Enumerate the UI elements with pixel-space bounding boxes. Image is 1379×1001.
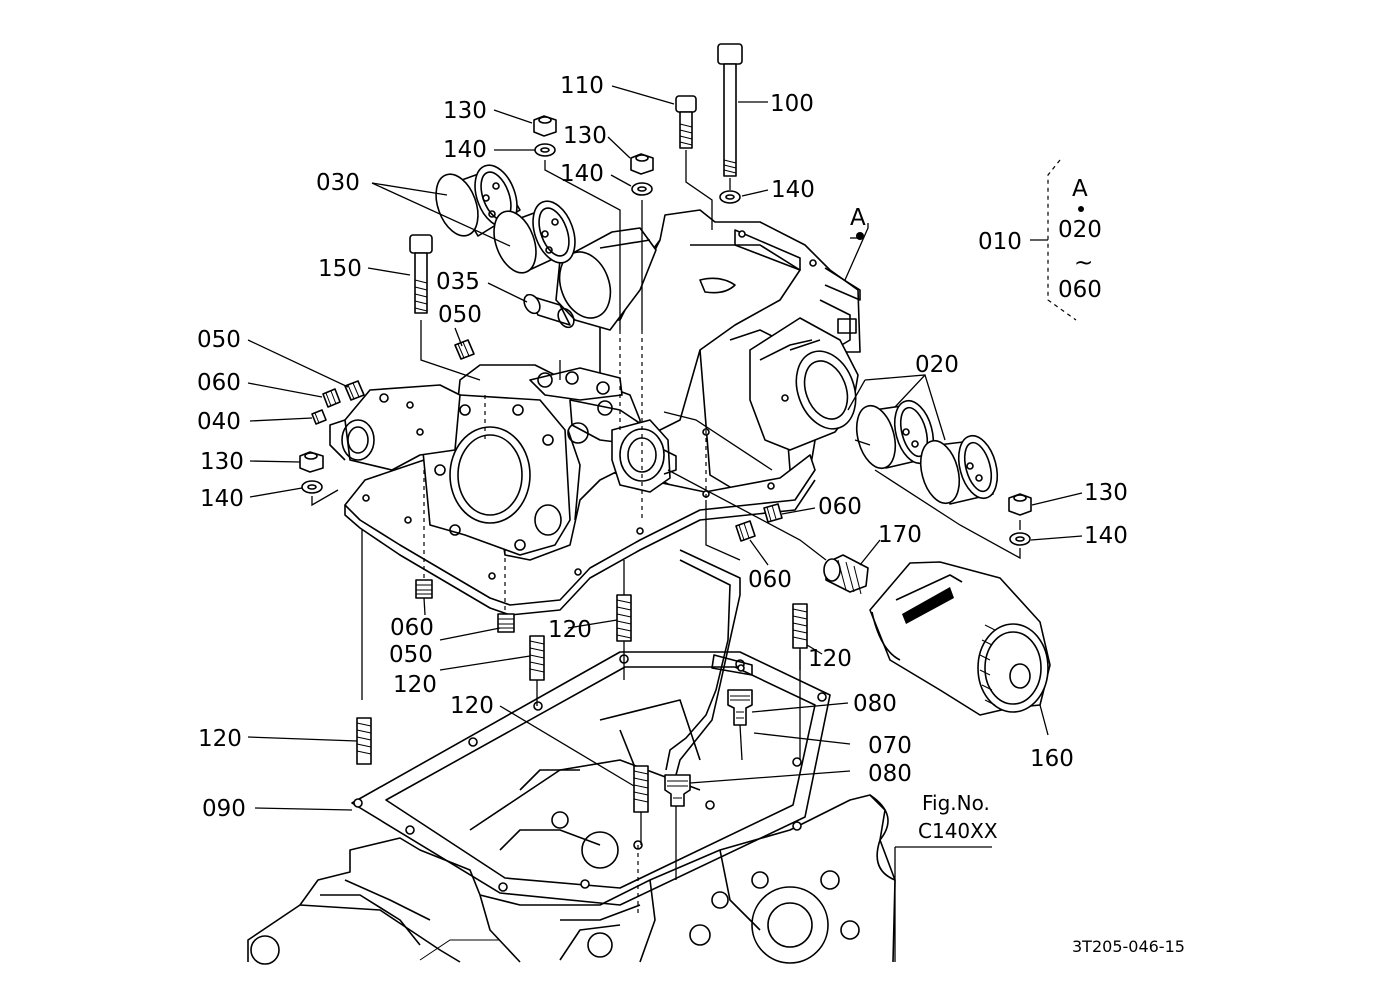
nut-130-d [1008, 493, 1032, 516]
dowel-035 [523, 293, 575, 329]
part-label-110: 110 [560, 73, 604, 99]
part-label-120: 120 [548, 617, 592, 643]
legend-range-to: 060 [1058, 277, 1102, 303]
part-label-140: 140 [200, 486, 244, 512]
legend-marker: A [1072, 176, 1088, 202]
figure-reference: Fig.No. C140XX [895, 791, 998, 848]
assembly-lines [311, 150, 1021, 962]
oil-pan-gasket [351, 651, 831, 906]
nut-130-c [299, 451, 324, 473]
stud-120-a [616, 594, 632, 642]
nut-130-a [533, 115, 557, 137]
control-valve-block [329, 364, 677, 561]
part-label-120: 120 [450, 693, 494, 719]
plug-050-b [344, 380, 365, 401]
plug-050-a [454, 339, 475, 360]
figref-line2: C140XX [918, 819, 998, 843]
part-label-060: 060 [818, 494, 862, 520]
part-labels: 110 100 130 140 130 140 140 030 150 035 … [197, 73, 1128, 822]
marker-a-label: A [850, 205, 866, 231]
part-label-030: 030 [316, 170, 360, 196]
bushing-020-pair [855, 399, 999, 505]
part-label-130: 130 [200, 449, 244, 475]
part-label-140: 140 [560, 161, 604, 187]
bushing-030-pair [435, 164, 576, 274]
engine-block [247, 794, 896, 965]
assembly-legend: 010 A 020 ~ 060 [978, 159, 1102, 321]
nut-130-b [630, 153, 654, 175]
bolt-110 [675, 95, 697, 149]
fitting-080-upper [727, 689, 753, 726]
part-label-050: 050 [438, 302, 482, 328]
part-label-100: 100 [770, 91, 814, 117]
legend-range-separator: ~ [1074, 250, 1093, 276]
part-label-140: 140 [771, 177, 815, 203]
plug-060-a [322, 388, 341, 408]
part-label-150: 150 [318, 256, 362, 282]
hydraulic-case [555, 209, 861, 503]
leader-lines [247, 85, 1083, 811]
bolt-150 [409, 234, 433, 314]
washer-140-d [301, 480, 323, 494]
plug-050-c [497, 613, 515, 633]
stud-120-c [792, 603, 808, 649]
part-label-060: 060 [748, 567, 792, 593]
part-label-170: 170 [878, 522, 922, 548]
washer-140-e [1009, 532, 1031, 546]
part-label-120: 120 [198, 726, 242, 752]
washer-140-b [631, 182, 653, 196]
plug-060-b [415, 579, 433, 599]
part-label-130: 130 [563, 123, 607, 149]
plug-060-d [735, 520, 756, 542]
legend-range-from: 020 [1058, 217, 1102, 243]
stud-120-e [633, 765, 649, 813]
part-label-130: 130 [443, 98, 487, 124]
oil-filter [869, 561, 1051, 716]
part-label-040: 040 [197, 409, 241, 435]
washer-140-c [719, 190, 741, 204]
part-label-080: 080 [868, 761, 912, 787]
part-label-020: 020 [915, 352, 959, 378]
part-label-060: 060 [390, 615, 434, 641]
part-label-050: 050 [197, 327, 241, 353]
plug-060-c [763, 503, 783, 523]
part-label-120: 120 [393, 672, 437, 698]
stud-120-b [529, 635, 545, 681]
part-label-060: 060 [197, 370, 241, 396]
strainer-pipe [665, 549, 753, 776]
part-label-070: 070 [868, 733, 912, 759]
part-label-140: 140 [443, 137, 487, 163]
plug-040 [311, 409, 327, 425]
fitting-080-lower [664, 774, 691, 807]
marker-a: A [850, 205, 866, 240]
part-label-090: 090 [202, 796, 246, 822]
fitting-170 [823, 554, 869, 595]
bolt-100 [717, 43, 743, 177]
figref-line1: Fig.No. [922, 791, 990, 815]
part-label-130: 130 [1084, 480, 1128, 506]
part-label-035: 035 [436, 269, 480, 295]
part-label-080: 080 [853, 691, 897, 717]
part-label-140: 140 [1084, 523, 1128, 549]
part-label-120: 120 [808, 646, 852, 672]
legend-assembly-number: 010 [978, 229, 1022, 255]
part-label-050: 050 [389, 642, 433, 668]
washer-140-a [534, 143, 556, 157]
stud-120-d [356, 717, 372, 765]
part-label-160: 160 [1030, 746, 1074, 772]
drawing-code: 3T205-046-15 [1072, 937, 1185, 956]
